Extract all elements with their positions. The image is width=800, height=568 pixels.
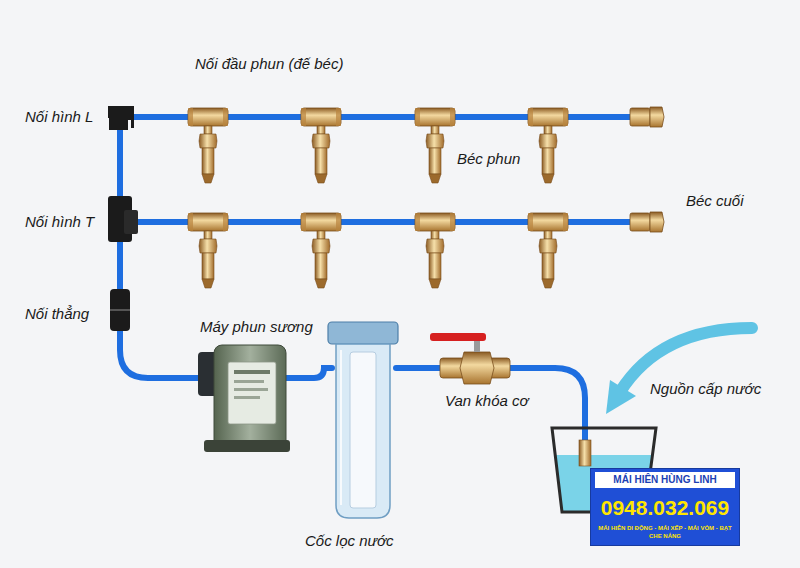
nozzle-fitting: [188, 213, 228, 288]
filter-cap: [328, 322, 398, 344]
part-label: Van khóa cơ: [445, 392, 529, 410]
pump-body: [214, 345, 286, 449]
pump-sticker: [234, 396, 260, 399]
logo-box: MÁI HIÊN HÙNG LINH 0948.032.069MÁI HIÊN D…: [590, 468, 740, 546]
water-pipe: [120, 328, 202, 378]
nozzle-fitting: [415, 108, 455, 183]
nozzle-fitting: [301, 213, 341, 288]
filter-housing: [340, 350, 342, 505]
filter-housing: [336, 344, 390, 518]
straight-fitting: [110, 289, 130, 331]
valve-body: [460, 352, 494, 384]
pump-sticker: [234, 388, 268, 391]
part-label: Nối đầu phun (đế béc): [195, 55, 343, 73]
pump-sticker: [234, 370, 270, 374]
nozzle-fitting: [528, 108, 568, 183]
water-pipe: [396, 365, 442, 371]
valve-handle: [430, 333, 486, 341]
filter-cartridge: [350, 352, 376, 508]
straight-fitting: [110, 309, 130, 311]
part-label: Nối thẳng: [25, 305, 89, 323]
inlet-fitting: [579, 440, 591, 466]
part-label: Cốc lọc nước: [305, 532, 394, 550]
brand-tagline: MÁI HIÊN DI ĐỘNG - MÁI XẾP - MÁI VÒM - B…: [595, 524, 735, 540]
supply-arrow: [606, 380, 636, 414]
nozzle-fitting: [528, 213, 568, 288]
part-label: Nối hình T: [25, 213, 94, 231]
brand-name: MÁI HIÊN HÙNG LINH: [595, 472, 735, 488]
nozzle-fitting: [415, 213, 455, 288]
part-label: Nguồn cấp nước: [650, 380, 761, 398]
ball-valve: [430, 333, 510, 384]
water-pipe: [284, 368, 332, 378]
pump-base: [204, 440, 290, 452]
tee-fitting: [124, 210, 138, 234]
elbow-fitting: [108, 106, 134, 130]
part-label: Máy phun sương: [200, 318, 313, 336]
part-label: Béc phun: [457, 150, 520, 168]
end-nozzle: [630, 107, 664, 127]
pump-sticker: [228, 362, 276, 424]
part-label: Béc cuối: [686, 192, 744, 210]
water-filter: [328, 322, 398, 518]
phone-number: 0948.032.069: [595, 494, 735, 522]
part-label: Nối hình L: [25, 108, 93, 126]
nozzle-fitting: [301, 108, 341, 183]
mist-pump: [198, 345, 290, 452]
pump-sticker: [234, 380, 264, 383]
end-nozzle: [630, 212, 664, 232]
nozzle-fitting: [188, 108, 228, 183]
